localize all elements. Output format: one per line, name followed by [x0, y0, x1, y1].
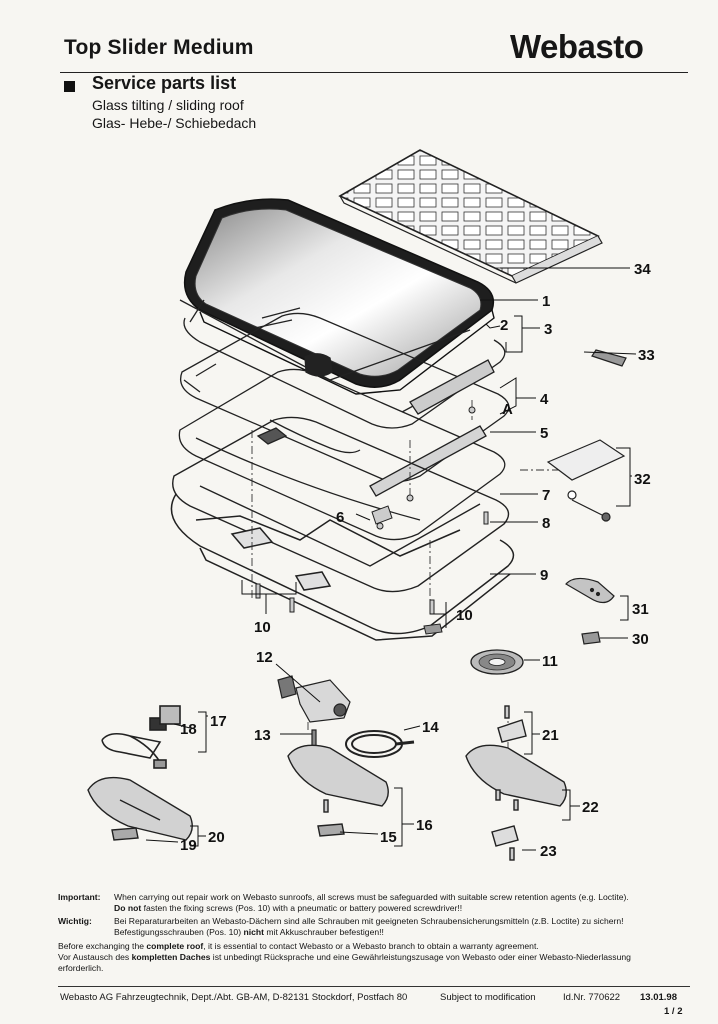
header-divider — [60, 72, 688, 73]
leader-lines — [145, 267, 637, 851]
webasto-logo: Webasto — [510, 28, 644, 65]
interior-cover-right-part — [465, 705, 567, 861]
label-20: 20 — [208, 829, 225, 846]
label-17: 17 — [210, 713, 227, 730]
wichtig-line-1: Bei Reparaturarbeiten an Webasto-Dächern… — [114, 916, 624, 926]
drive-motor-part — [277, 675, 351, 761]
seal-frame-part — [179, 299, 506, 429]
label-18: 18 — [180, 721, 197, 738]
subtitle-german: Glas- Hebe-/ Schiebedach — [92, 115, 257, 131]
label-4: 4 — [540, 391, 549, 408]
exchange-line-de-2: erforderlich. — [58, 963, 104, 973]
interior-cover-left-part — [87, 776, 193, 841]
important-line-1: When carrying out repair work on Webasto… — [114, 892, 629, 902]
label-10-right: 10 — [456, 607, 473, 624]
label-19: 19 — [180, 837, 197, 854]
page-title: Top Slider Medium — [64, 36, 254, 59]
label-22: 22 — [582, 799, 599, 816]
label-31: 31 — [632, 601, 649, 618]
important-label: Important: — [58, 892, 101, 902]
glass-panel-part — [183, 198, 495, 395]
sunshade-panel-part — [338, 149, 603, 284]
label-a: A — [502, 401, 513, 418]
tape-roll-part — [470, 649, 524, 675]
label-14: 14 — [422, 719, 439, 736]
exchange-note: Before exchanging the complete roof, it … — [58, 941, 698, 975]
wichtig-label: Wichtig: — [58, 916, 92, 926]
cable-harness-part — [345, 730, 415, 758]
exchange-line-de: Vor Austausch des kompletten Daches ist … — [58, 952, 631, 962]
roof-frame-part — [172, 416, 510, 593]
label-33: 33 — [638, 347, 655, 364]
small-parts-right — [546, 349, 627, 645]
section-title: Service parts list — [92, 73, 237, 93]
label-9: 9 — [540, 567, 548, 584]
label-6: 6 — [336, 509, 344, 526]
footer-id: Id.Nr. 770622 — [563, 992, 621, 1003]
label-23: 23 — [540, 843, 557, 860]
label-32: 32 — [634, 471, 651, 488]
footer-date: 13.01.98 — [640, 992, 677, 1003]
footer-subject: Subject to modification — [440, 992, 536, 1003]
wichtig-line-2: Befestigungsschrauben (Pos. 10) nicht mi… — [114, 927, 384, 937]
wiring-harness-part — [101, 705, 181, 769]
label-15: 15 — [380, 829, 397, 846]
label-16: 16 — [416, 817, 433, 834]
exchange-line-en: Before exchanging the complete roof, it … — [58, 941, 539, 951]
footer-page: 1 / 2 — [664, 1006, 683, 1017]
label-21: 21 — [542, 727, 559, 744]
interior-cover-center-part — [287, 744, 389, 837]
label-10-left: 10 — [254, 619, 271, 636]
label-2: 2 — [500, 317, 508, 334]
mechanism-frame-part — [179, 312, 510, 483]
label-12: 12 — [256, 649, 273, 666]
footer-company: Webasto AG Fahrzeugtechnik, Dept./Abt. G… — [60, 992, 408, 1003]
alignment-lines — [251, 400, 560, 760]
label-5: 5 — [540, 425, 548, 442]
guide-rail-part — [178, 368, 506, 541]
label-13: 13 — [254, 727, 271, 744]
label-1: 1 — [542, 293, 550, 310]
label-11: 11 — [542, 653, 558, 670]
label-8: 8 — [542, 515, 550, 532]
section-bullet-icon — [64, 81, 75, 92]
screws-small-parts — [255, 406, 489, 635]
footer-divider — [58, 986, 690, 987]
label-3: 3 — [544, 321, 552, 338]
label-7: 7 — [542, 487, 550, 504]
label-34: 34 — [634, 261, 651, 278]
wichtig-note: Wichtig: Bei Reparaturarbeiten an Webast… — [58, 916, 698, 938]
label-30: 30 — [632, 631, 649, 648]
subtitle-english: Glass tilting / sliding roof — [92, 97, 244, 113]
important-line-2: Do not fasten the fixing screws (Pos. 10… — [114, 903, 463, 913]
important-note: Important: When carrying out repair work… — [58, 892, 698, 914]
